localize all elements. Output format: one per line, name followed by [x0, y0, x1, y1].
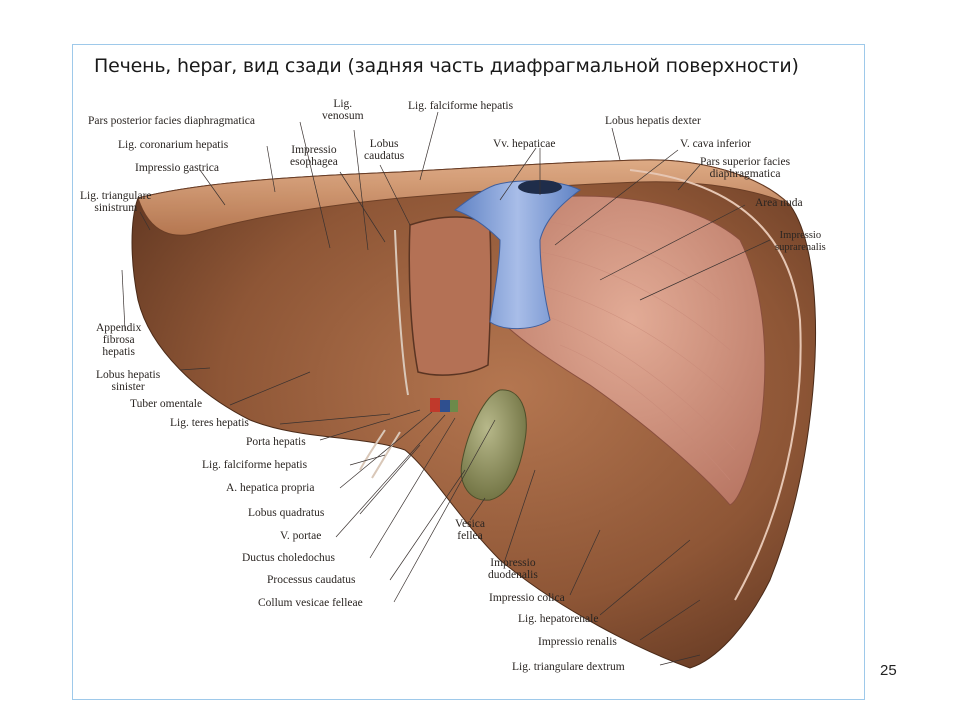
- label-lig-triangulare-sinistrum: Lig. triangulare sinistrum: [80, 190, 152, 214]
- label-impressio-duodenalis: Impressio duodenalis: [488, 557, 538, 581]
- leader-lines: [121, 111, 771, 666]
- label-area-nuda: Area nuda: [755, 197, 803, 209]
- label-tuber-omentale: Tuber omentale: [130, 398, 203, 410]
- label-ductus-choledochus: Ductus choledochus: [242, 552, 335, 564]
- lobus-caudatus-shape: [408, 216, 492, 376]
- label-lig-venosum: Lig. venosum: [322, 98, 364, 122]
- label-impressio-renalis: Impressio renalis: [538, 636, 617, 648]
- label-v-cava-inferior: V. cava inferior: [680, 138, 751, 150]
- diaphragmatic-surface: [137, 159, 791, 236]
- label-collum-vesicae: Collum vesicae felleae: [258, 597, 363, 609]
- label-lig-falciforme-top: Lig. falciforme hepatis: [408, 100, 514, 112]
- label-impressio-esophagea: Impressio esophagea: [290, 144, 338, 168]
- label-vv-hepaticae: Vv. hepaticae: [493, 138, 556, 150]
- page-number: 25: [880, 662, 897, 679]
- area-nuda-texture: [524, 219, 736, 481]
- label-impressio-colica: Impressio colica: [489, 592, 565, 604]
- label-lig-triangulare-dextrum: Lig. triangulare dextrum: [512, 661, 625, 673]
- label-v-portae: V. portae: [280, 530, 322, 542]
- label-lobus-caudatus: Lobus caudatus: [364, 138, 405, 162]
- label-lobus-hepatis-dexter: Lobus hepatis dexter: [605, 115, 701, 127]
- label-pars-posterior: Pars posterior facies diaphragmatica: [88, 115, 256, 127]
- label-lig-teres: Lig. teres hepatis: [170, 417, 249, 429]
- label-lig-falciforme-bottom: Lig. falciforme hepatis: [202, 459, 308, 471]
- porta-hepatis-structures: [430, 398, 440, 412]
- label-impressio-suprarenalis: Impressio suprarenalis: [775, 230, 826, 253]
- label-processus-caudatus: Processus caudatus: [267, 574, 356, 586]
- label-lobus-hepatis-sinister: Lobus hepatis sinister: [96, 369, 161, 393]
- label-a-hepatica-propria: A. hepatica propria: [226, 482, 315, 494]
- label-lig-hepatorenale: Lig. hepatorenale: [518, 613, 599, 625]
- label-lobus-quadratus: Lobus quadratus: [248, 507, 325, 519]
- label-lig-coronarium: Lig. coronarium hepatis: [118, 139, 229, 151]
- label-appendix-fibrosa: Appendix fibrosa hepatis: [96, 322, 142, 358]
- label-impressio-gastrica: Impressio gastrica: [135, 162, 219, 174]
- label-vesica-fellea: Vesica fellea: [455, 518, 486, 542]
- gallbladder-shape: [460, 389, 527, 501]
- label-pars-superior: Pars superior facies diaphragmatica: [700, 156, 791, 180]
- right-lobe-edge: [629, 169, 802, 601]
- label-porta-hepatis: Porta hepatis: [246, 436, 306, 448]
- ligament-strands: [359, 229, 409, 479]
- vena-cava-shape: [453, 180, 581, 330]
- slide-title: Печень, hepar, вид сзади (задняя часть д…: [94, 55, 799, 77]
